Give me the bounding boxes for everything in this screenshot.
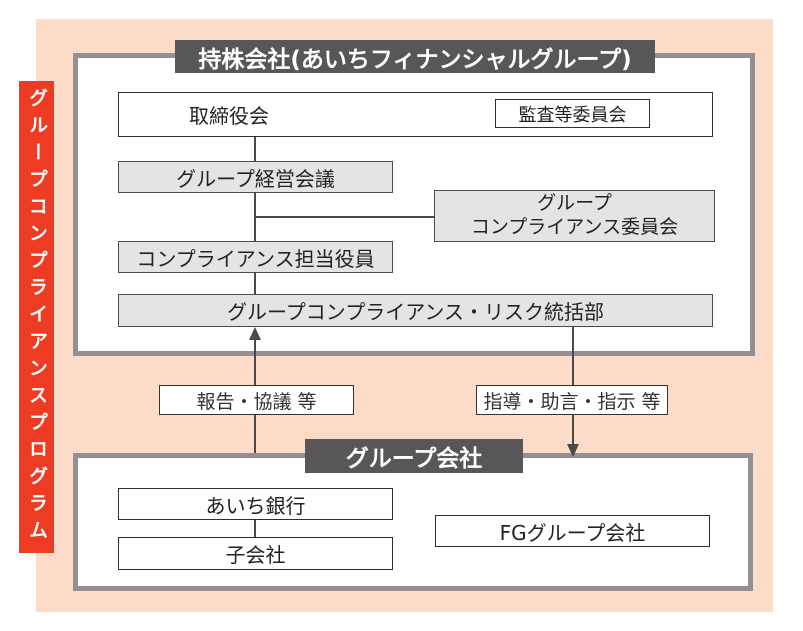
down-arrow-icon xyxy=(567,444,579,457)
compliance-risk-dept-box: グループコンプライアンス・リスク統括部 xyxy=(118,294,713,327)
report-consultation-label: 報告・協議 等 xyxy=(196,390,317,413)
connector-to-compliance-committee xyxy=(255,216,434,218)
group-companies-title: グループ会社 xyxy=(345,446,483,472)
aichi-bank-box: あいち銀行 xyxy=(118,488,393,520)
program-banner-label: グループコンプライアンスプログラム xyxy=(26,87,48,547)
board-of-directors-label: 取締役会 xyxy=(189,104,269,128)
report-consultation-label-box: 報告・協議 等 xyxy=(159,385,354,415)
subsidiaries-label: 子会社 xyxy=(225,543,286,567)
group-compliance-committee-line2: コンプライアンス委員会 xyxy=(470,216,679,238)
board-of-directors-box: 取締役会 xyxy=(118,92,713,137)
connector-board-to-riskdept xyxy=(254,137,256,294)
group-management-meeting-box: グループ経営会議 xyxy=(118,161,393,193)
compliance-officer-label: コンプライアンス担当役員 xyxy=(136,246,375,271)
holding-company-header: 持株会社(あいちフィナンシャルグループ) xyxy=(175,40,655,73)
compliance-officer-box: コンプライアンス担当役員 xyxy=(118,241,393,273)
subsidiaries-box: 子会社 xyxy=(118,537,393,570)
aichi-bank-label: あいち銀行 xyxy=(205,493,306,518)
compliance-risk-dept-label: グループコンプライアンス・リスク統括部 xyxy=(227,300,604,324)
up-arrow-icon xyxy=(249,327,261,340)
group-companies-header: グループ会社 xyxy=(305,439,523,473)
audit-committee-box: 監査等委員会 xyxy=(495,99,650,128)
guidance-advice-label-box: 指導・助言・指示 等 xyxy=(476,385,668,415)
audit-committee-label: 監査等委員会 xyxy=(518,104,627,126)
group-compliance-committee-line1: グループ xyxy=(537,192,612,215)
group-management-meeting-label: グループ経営会議 xyxy=(176,166,335,191)
guidance-advice-label: 指導・助言・指示 等 xyxy=(483,390,661,413)
program-banner: グループコンプライアンスプログラム xyxy=(19,81,54,553)
connector-bank-to-subsidiaries xyxy=(254,520,256,537)
holding-company-title: 持株会社(あいちフィナンシャルグループ) xyxy=(198,46,632,73)
fg-group-companies-box: FGグループ会社 xyxy=(435,515,710,547)
group-compliance-committee-box: グループ コンプライアンス委員会 xyxy=(434,190,715,242)
fg-group-companies-label: FGグループ会社 xyxy=(499,520,646,545)
